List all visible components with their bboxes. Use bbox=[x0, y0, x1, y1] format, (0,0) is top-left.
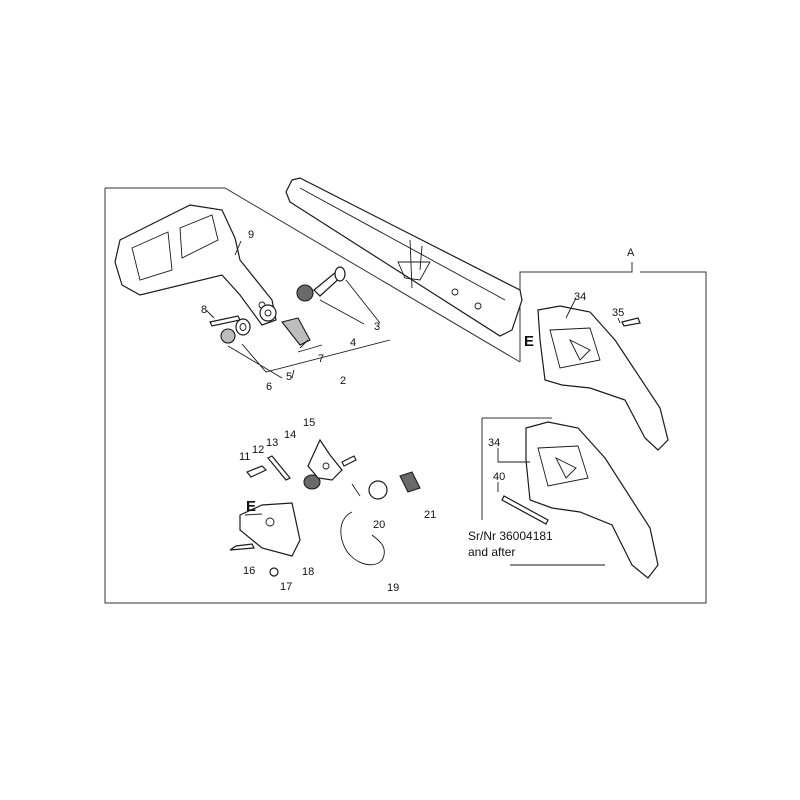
pin-8 bbox=[209, 315, 241, 327]
leader-lines-2 bbox=[227, 279, 391, 379]
label-8: 8 bbox=[201, 304, 207, 316]
label-12: 12 bbox=[252, 444, 264, 456]
variant-note-line1: Sr/Nr 36004181 bbox=[468, 529, 553, 543]
guide-bar bbox=[285, 177, 523, 337]
label-3: 3 bbox=[374, 321, 380, 333]
nut-6 bbox=[220, 328, 236, 344]
label-13: 13 bbox=[266, 437, 278, 449]
label-6: 6 bbox=[266, 381, 272, 393]
label-2: 2 bbox=[340, 375, 346, 387]
label-4: 4 bbox=[350, 337, 356, 349]
label-15: 15 bbox=[303, 417, 315, 429]
clutch-cover-upper bbox=[537, 305, 669, 451]
label-9: 9 bbox=[248, 229, 254, 241]
variant-frame bbox=[481, 417, 552, 520]
label-5: 5 bbox=[286, 371, 292, 383]
link-12 bbox=[267, 455, 291, 481]
label-e-top: E bbox=[524, 333, 534, 350]
label-7: 7 bbox=[318, 353, 324, 365]
variant-note-line2: and after bbox=[468, 545, 515, 559]
label-35: 35 bbox=[612, 307, 624, 319]
label-20: 20 bbox=[373, 519, 385, 531]
clutch-cover-lower bbox=[525, 421, 659, 579]
part-7 bbox=[281, 317, 311, 346]
washer-5 bbox=[235, 318, 251, 336]
label-e-bottom: E bbox=[246, 498, 256, 515]
nut-17 bbox=[269, 567, 279, 577]
label-11: 11 bbox=[239, 451, 250, 463]
label-40: 40 bbox=[493, 471, 505, 483]
hand-guard bbox=[114, 204, 277, 326]
diagram-frame bbox=[104, 187, 707, 604]
label-34-bottom: 34 bbox=[488, 437, 500, 449]
bushing-20 bbox=[368, 480, 388, 500]
label-14: 14 bbox=[284, 429, 296, 441]
label-19: 19 bbox=[387, 582, 399, 594]
label-18: 18 bbox=[302, 566, 314, 578]
lever-14 bbox=[307, 438, 343, 481]
variant-leader bbox=[497, 448, 605, 566]
screw-16 bbox=[229, 543, 255, 551]
bushing-13 bbox=[303, 474, 321, 490]
label-21: 21 bbox=[424, 509, 436, 521]
spring-11 bbox=[246, 465, 268, 478]
screw-35 bbox=[621, 317, 641, 327]
label-34-top: 34 bbox=[574, 291, 586, 303]
label-a: A bbox=[627, 247, 635, 259]
brake-band-19 bbox=[340, 483, 385, 566]
bolt-40 bbox=[501, 495, 549, 525]
label-16: 16 bbox=[243, 565, 255, 577]
bushing-4 bbox=[296, 284, 314, 302]
pin-15 bbox=[341, 455, 357, 467]
label-17: 17 bbox=[280, 581, 292, 593]
block-21 bbox=[399, 471, 421, 493]
bracket-18 bbox=[239, 502, 301, 557]
